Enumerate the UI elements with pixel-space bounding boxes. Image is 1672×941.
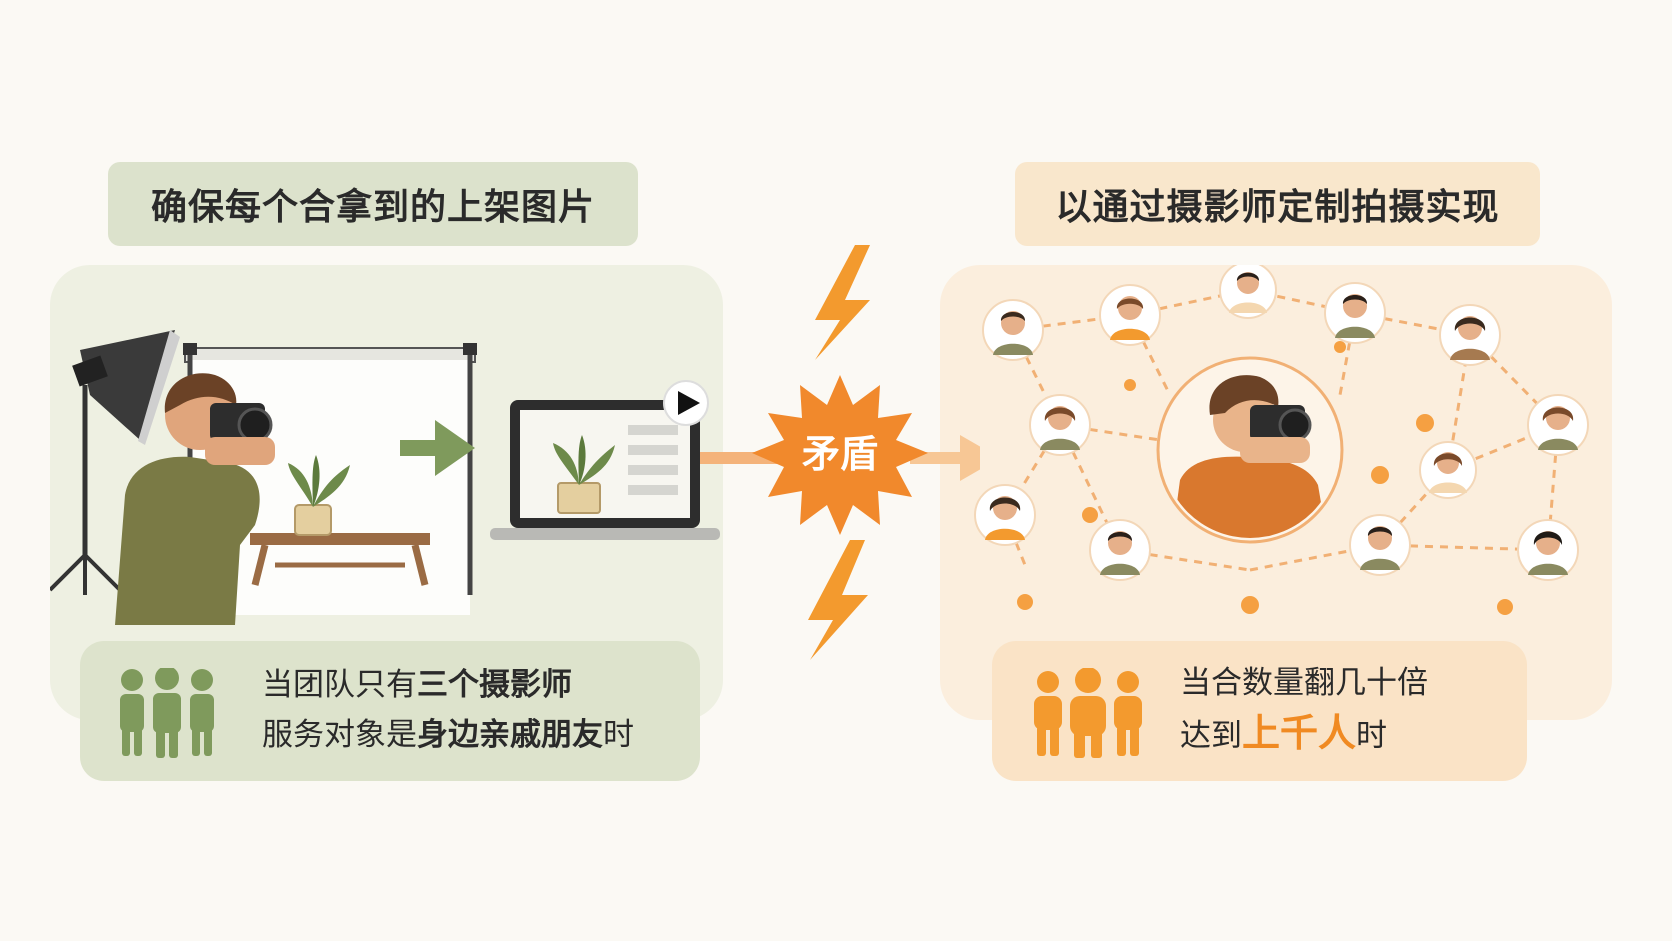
avatar-icon xyxy=(974,484,1036,546)
avatar-icon xyxy=(1089,519,1151,581)
right-title-label: 以通过摄影师定制拍摄实现 xyxy=(1015,162,1540,246)
avatar-icon xyxy=(1099,284,1161,346)
photographer-icon xyxy=(115,373,275,625)
arrow-right-icon xyxy=(400,420,475,476)
avatar-icon xyxy=(1349,514,1411,576)
people-group-icon xyxy=(1034,668,1142,758)
right-info-line1: 当合数量翻几十倍 xyxy=(1180,665,1428,701)
laptop-icon xyxy=(490,400,720,540)
plant-table-icon xyxy=(250,455,430,586)
conflict-label: 矛盾 xyxy=(802,432,878,476)
play-icon xyxy=(663,380,709,426)
avatar-icon xyxy=(1029,394,1091,456)
studio-scene xyxy=(50,330,720,625)
network-icon xyxy=(974,265,1589,615)
avatar-icon xyxy=(982,299,1044,361)
avatar-group xyxy=(974,265,1589,581)
photographer-icon xyxy=(1156,356,1344,544)
left-info-box xyxy=(80,641,700,781)
left-title-label: 确保每个合拿到的上架图片 xyxy=(108,162,638,246)
lightning-icon xyxy=(808,540,868,660)
avatar-icon xyxy=(1517,519,1579,581)
left-info-line1: 当团队只有三个摄影师 xyxy=(262,667,572,703)
lightning-icon xyxy=(815,245,870,360)
studio-light-icon xyxy=(50,330,180,595)
left-info-line2: 服务对象是身边亲戚朋友时 xyxy=(262,717,634,753)
avatar-icon xyxy=(1527,394,1589,456)
burst-icon xyxy=(752,375,928,535)
conflict-graphic: 矛盾 xyxy=(700,245,980,660)
avatar-icon xyxy=(1419,441,1477,499)
avatar-icon xyxy=(1439,304,1501,366)
right-info-line2: 达到上千人时 xyxy=(1180,711,1388,755)
people-group-icon xyxy=(120,668,214,758)
avatar-icon xyxy=(1219,265,1277,319)
avatar-icon xyxy=(1324,282,1386,344)
